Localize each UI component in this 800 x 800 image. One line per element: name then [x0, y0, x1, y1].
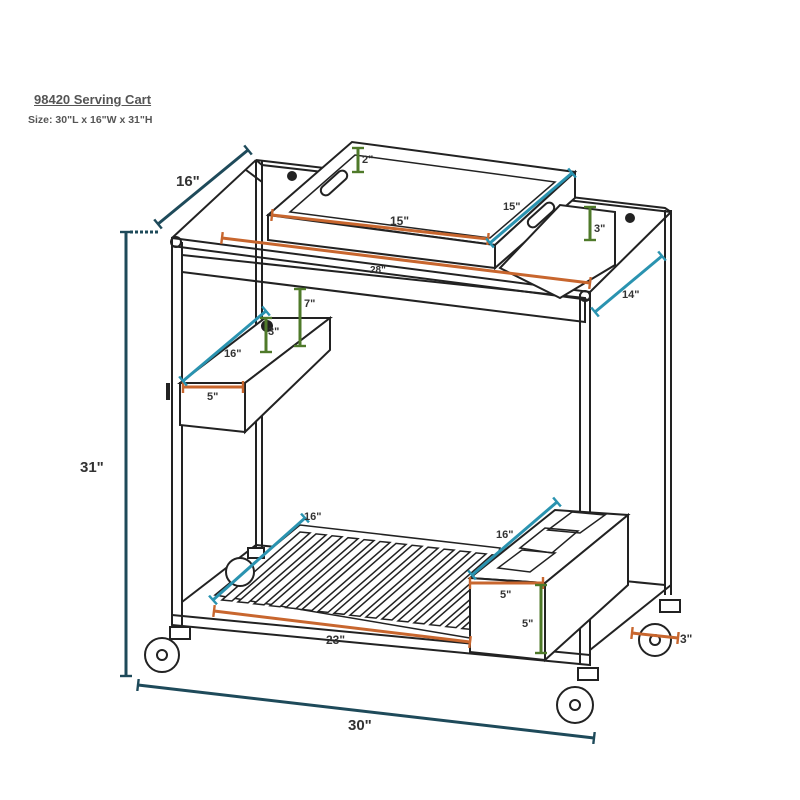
bottom-shelf-length-label: 23"	[326, 633, 345, 647]
bottle-holder-depth-label: 16"	[496, 529, 513, 541]
product-title: 98420 Serving Cart	[34, 92, 152, 107]
tray-height-label: 2"	[362, 154, 373, 166]
bottom-shelf-depth-label: 16"	[304, 511, 321, 523]
caster-size-label: 3"	[680, 632, 692, 646]
overall-height-label: 31"	[80, 459, 104, 476]
tray-length-label: 15"	[390, 214, 409, 228]
top-shelf-length-label: 28"	[370, 265, 386, 276]
top-box-height-label: 3"	[594, 223, 605, 235]
overall-width-label: 30"	[348, 717, 372, 734]
caster-front-right	[556, 667, 599, 724]
bottle-holder-height-label: 5"	[522, 618, 533, 630]
side-basket-drop-label: 7"	[304, 298, 315, 310]
side-basket-height-label: 3"	[268, 326, 279, 338]
side-basket-length-label: 16"	[224, 348, 241, 360]
tray-width-label: 15"	[503, 201, 520, 213]
bottle-holder-width-label: 5"	[500, 589, 511, 601]
top-shelf-depth-label: 14"	[622, 289, 639, 301]
product-size: Size: 30"L x 16"W x 31"H	[28, 114, 153, 126]
bottle-holder	[467, 508, 631, 663]
dimension-lines	[120, 144, 680, 745]
side-basket-width-label: 5"	[207, 391, 218, 403]
depth-label: 16"	[176, 173, 200, 190]
caster-front-left	[144, 626, 191, 673]
caster-back-right	[638, 599, 681, 657]
